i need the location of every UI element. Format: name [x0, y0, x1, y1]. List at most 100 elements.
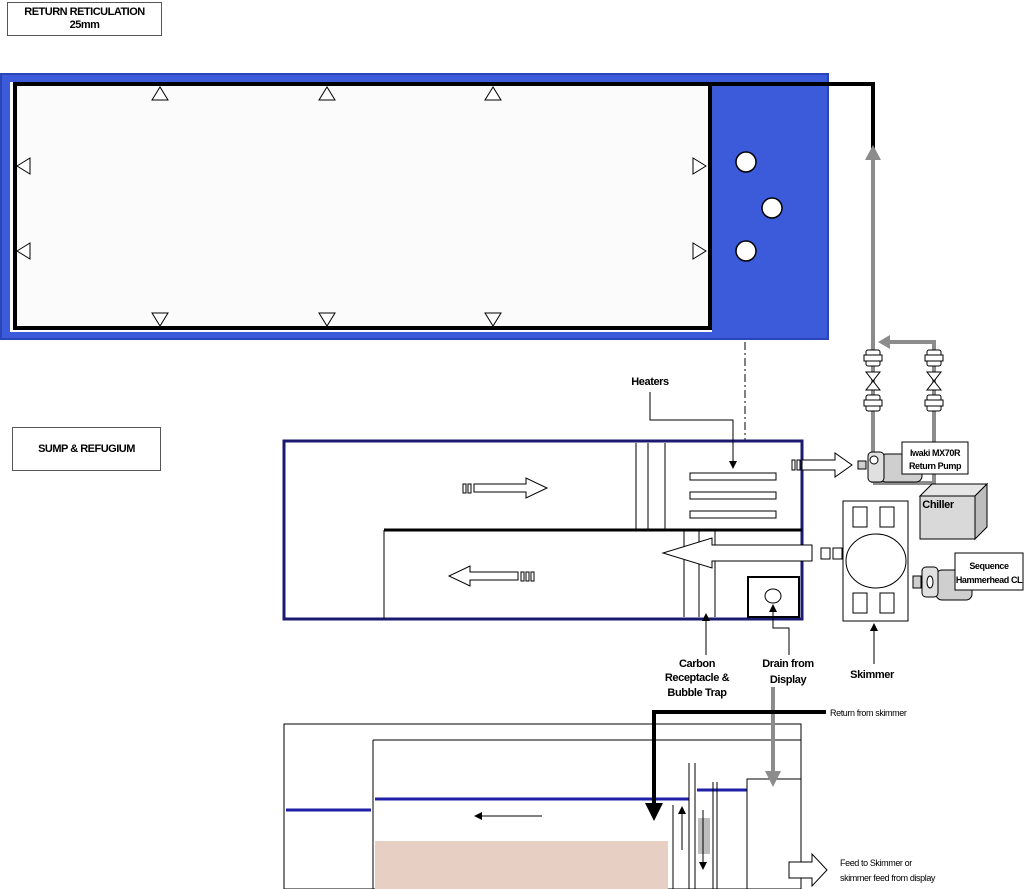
heater-2 — [689, 491, 777, 500]
heaters-label: Heaters — [631, 376, 669, 388]
feed-arrow — [788, 852, 828, 888]
pump-intake-port — [857, 460, 867, 470]
carbon-label-line-1: Carbon — [679, 658, 716, 670]
nozzle-top-3 — [484, 86, 502, 101]
side-carbon — [698, 818, 710, 854]
flow-arrow-right-body — [473, 477, 549, 499]
nozzle-top-1 — [151, 86, 169, 101]
skimmer-pump-port — [912, 575, 922, 589]
heaters — [689, 472, 777, 519]
sump-refugium-label: SUMP & REFUGIUM — [12, 427, 161, 471]
side-baffles — [672, 763, 718, 889]
valve-right — [925, 371, 943, 391]
skimmer-pump-label-line-2: Hammerhead CL — [956, 575, 1023, 585]
return-reticulation-line-2: 25mm — [69, 19, 100, 31]
riser-right — [887, 340, 936, 490]
flow-arrow-left-body — [447, 565, 519, 587]
sump-top-view — [282, 439, 853, 621]
carbon-label-line-2: Receptacle & — [665, 672, 730, 684]
feed-label-line-2: skimmer feed from display — [840, 873, 936, 883]
skimmer-pump-label-line-1: Sequence — [969, 561, 1009, 571]
loop-arrow — [878, 335, 890, 349]
skimmer-label: Skimmer — [850, 669, 895, 681]
return-pump — [857, 441, 969, 483]
flow-arrow-right — [462, 477, 549, 499]
return-plumbing — [871, 158, 936, 490]
skimmer-cup-tr — [879, 506, 895, 528]
heater-1 — [689, 472, 777, 481]
drain-leader — [769, 604, 790, 655]
union-right-top-nut — [924, 354, 944, 362]
chiller-label: Chiller — [922, 499, 955, 511]
union-left-bottom-nut — [863, 399, 883, 407]
nozzle-top-2 — [318, 86, 336, 101]
flow-arrow-right-tail-2 — [467, 483, 472, 494]
text-labels: Heaters Iwaki MX70R Return Pump Chiller … — [631, 376, 1023, 883]
display-tank — [0, 73, 875, 340]
overflow-hole-3 — [735, 240, 757, 262]
return-reticulation-label: RETURN RETICULATION 25mm — [7, 2, 162, 36]
valves — [863, 349, 944, 412]
sump-side-view — [283, 687, 828, 889]
return-from-skimmer-label: Return from skimmer — [830, 708, 907, 718]
carbon-label-line-3: Bubble Trap — [667, 687, 727, 699]
valve-left — [864, 371, 882, 391]
union-left-top-nut — [863, 354, 883, 362]
feed-label-line-1: Feed to Skimmer or — [840, 858, 912, 868]
nozzle-left-1 — [16, 157, 31, 175]
skimmer-cup-br — [879, 592, 895, 614]
nozzle-left-2 — [16, 242, 31, 260]
return-from-skimmer-pipe — [652, 710, 826, 806]
leader-lines — [649, 392, 878, 664]
skimmer-output-arrow-body — [661, 537, 813, 569]
return-loop-pipe — [13, 82, 712, 330]
skimmer-cup-bl — [852, 592, 868, 614]
nozzle-bottom-3 — [484, 312, 502, 327]
chiller — [918, 482, 989, 541]
drain-label-line-1: Drain from — [762, 658, 814, 670]
union-right-bottom-nut — [924, 399, 944, 407]
skimmer-output-arrow — [661, 537, 843, 569]
flow-arrow-left-tail-2 — [525, 571, 530, 582]
drain-label-line-2: Display — [770, 674, 808, 686]
flow-arrow-right-tail-1 — [462, 483, 467, 494]
skimmer-pump-label-box — [954, 552, 1024, 591]
drain-pipe-arrowhead — [765, 771, 781, 787]
heaters-leader — [649, 392, 737, 469]
skimmer-output-port-2 — [832, 547, 843, 560]
return-riser-pipe — [707, 82, 875, 150]
pump-intake-body — [801, 452, 853, 478]
nozzle-bottom-1 — [151, 312, 169, 327]
heater-3 — [689, 510, 777, 519]
skimmer-chamber — [845, 533, 907, 589]
sump-refugium-text: SUMP & REFUGIUM — [38, 443, 135, 455]
pump-intake-arrow — [791, 452, 853, 478]
riser-arrow — [865, 145, 881, 160]
skimmer-output-port-1 — [820, 547, 831, 560]
pump-label-line-1: Iwaki MX70R — [910, 448, 961, 458]
display-tank-water — [10, 82, 712, 332]
skimmer-cup-tl — [852, 506, 868, 528]
flow-arrow-left-tail-1 — [520, 571, 525, 582]
flow-arrow-left-tail-3 — [530, 571, 535, 582]
overflow-hole-2 — [761, 197, 783, 219]
drain-pipe — [764, 588, 782, 604]
return-from-skimmer-arrowhead — [645, 803, 663, 821]
nozzle-bottom-2 — [318, 312, 336, 327]
pump-intake-tail-1 — [791, 459, 796, 471]
nozzle-right-2 — [692, 242, 707, 260]
overflow-hole-1 — [735, 151, 757, 173]
skimmer-pump-inlet — [926, 575, 934, 589]
return-reticulation-line-1: RETURN RETICULATION — [24, 6, 145, 18]
skimmer-top-view — [842, 500, 909, 622]
flow-arrow-left — [447, 565, 535, 587]
chiller-front — [919, 495, 976, 540]
return-nozzles — [16, 86, 707, 327]
pump-inlet — [869, 455, 879, 465]
nozzle-right-1 — [692, 157, 707, 175]
pump-label-box — [901, 441, 969, 475]
sand-bed — [375, 841, 668, 889]
skimmer-pump — [912, 552, 1024, 601]
pump-intake-tail-2 — [796, 459, 801, 471]
